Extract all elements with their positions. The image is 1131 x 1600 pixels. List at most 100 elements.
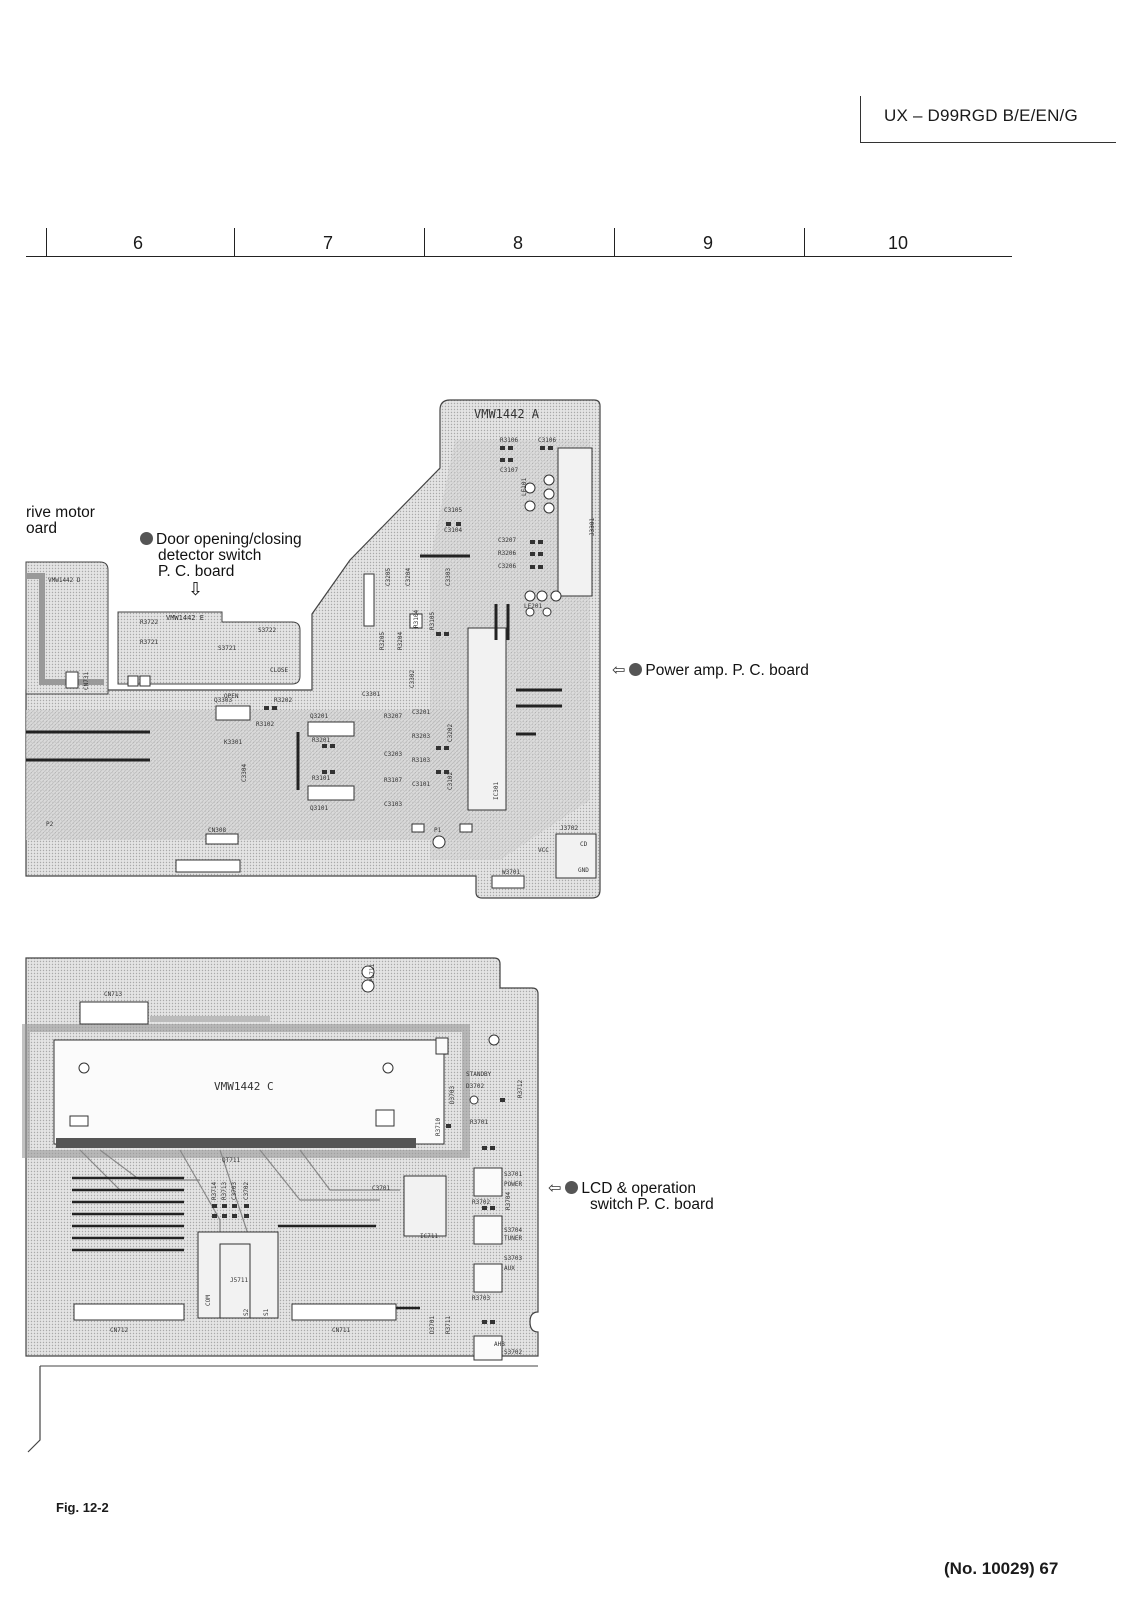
grid-tick [804,228,805,256]
silkscreen-ref-bottom: D3702 [466,1083,484,1090]
cn711-connector [291,1303,397,1321]
silkscreen-ref-top: Q3201 [310,713,328,720]
silkscreen-ref-bottom: STANDBY [466,1071,492,1078]
silkscreen-ref-bottom: R3711 [445,1316,452,1334]
silkscreen-ref-top: R3721 [140,639,158,646]
silkscreen-ref-top: P2 [46,821,54,828]
silkscreen-ref-bottom: POWER [504,1181,522,1188]
silkscreen-ref-bottom: IC711 [420,1233,438,1240]
silkscreen-ref-top: R3204 [397,632,404,650]
silkscreen-ref-bottom: AHB [494,1341,505,1348]
lcd-pin-row [56,1138,416,1148]
silkscreen-ref-top: R3201 [312,737,330,744]
silkscreen-ref-top: IC301 [493,782,500,800]
drive-motor-label-line2: oard [26,520,58,537]
silkscreen-ref-bottom: R3713 [221,1182,228,1200]
silkscreen-ref-top: R3103 [412,757,430,764]
j5711-jack [197,1231,279,1319]
bullet-dot-icon [140,532,153,545]
silkscreen-ref-top: Q3303 [214,697,232,704]
silkscreen-ref-top: VCC [538,847,549,854]
grid-column-9: 9 [702,233,713,253]
ic711-package [403,1175,447,1237]
model-title: UX – D99RGD B/E/EN/G [884,106,1078,125]
w3701-connector [491,875,525,889]
silkscreen-ref-top: R3206 [498,550,516,557]
silkscreen-ref-top: Q3101 [310,805,328,812]
silkscreen-ref-top: C3203 [384,751,402,758]
silkscreen-ref-bottom: TUNER [504,1235,522,1242]
cn712-connector [73,1303,185,1321]
silkscreen-ref-top: J3702 [560,825,578,832]
door-switch-label-text1: Door opening/closing [156,531,302,548]
silkscreen-ref-bottom: C3701 [372,1185,390,1192]
silkscreen-ref-bottom: S3704 [504,1227,522,1234]
j3301-connector [557,447,593,597]
silkscreen-ref-top: C3105 [444,507,462,514]
power-amp-board-label: ⇦Power amp. P. C. board [612,663,809,679]
grid-tick [46,228,47,256]
silkscreen-ref-bottom: S3703 [504,1255,522,1262]
silkscreen-board-e: VMW1442 E [166,614,204,622]
lcd-operation-label-text1: LCD & operation [581,1180,696,1197]
door-switch-label-line2: detector switch [158,547,262,564]
bullet-dot-icon [629,663,643,676]
silkscreen-ref-top: C3301 [362,691,380,698]
silkscreen-ref-bottom: R3710 [435,1118,442,1136]
silkscreen-ref-top: CN731 [83,672,90,690]
door-switch-label-line3: P. C. board [158,563,235,580]
silkscreen-ref-bottom: CN713 [104,991,122,998]
grid-column-6: 6 [132,233,143,253]
silkscreen-ref-bottom: D3703 [449,1086,456,1104]
drive-motor-label-line1: rive motor [26,504,95,521]
silkscreen-board-a: VMW1442 A [474,407,540,421]
silkscreen-ref-bottom: D3701 [429,1316,436,1334]
silkscreen-board-d: VMW1442 D [48,577,81,584]
silkscreen-ref-top: R3104 [413,610,420,628]
silkscreen-ref-top: C3103 [384,801,402,808]
silkscreen-ref-top: R3106 [500,437,518,444]
silkscreen-ref-top: GND [578,867,589,874]
silkscreen-ref-top: C3204 [405,568,412,586]
silkscreen-ref-top: S3722 [258,627,276,634]
silkscreen-ref-bottom: R3714 [211,1182,218,1200]
silkscreen-ref-bottom: S3701 [504,1171,522,1178]
silkscreen-ref-top: C3206 [498,563,516,570]
silkscreen-ref-top: S3721 [218,645,236,652]
down-arrow-icon: ⇩ [188,579,204,599]
header-rule-horizontal [860,142,1116,143]
silkscreen-ref-top: C3304 [241,764,248,782]
silkscreen-ref-bottom: C3702 [243,1182,250,1200]
silkscreen-ref-bottom: R3704 [505,1192,512,1210]
silkscreen-ref-top: R3105 [429,612,436,630]
silkscreen-ref-top: K3301 [224,739,242,746]
silkscreen-ref-top: C3205 [385,568,392,586]
silkscreen-ref-top: OPEN [224,693,239,700]
silkscreen-ref-top: C3303 [445,568,452,586]
silkscreen-ref-top: R3102 [256,721,274,728]
silkscreen-ref-top: R3203 [412,733,430,740]
lcd-operation-label-line1: ⇦ LCD & operation [548,1181,714,1197]
silkscreen-board-c: VMW1442 C [214,1080,274,1093]
drive-motor-board-outline [25,561,109,695]
silkscreen-ref-bottom: CN712 [110,1327,128,1334]
figure-caption: Fig. 12-2 [56,1500,109,1515]
silkscreen-ref-top: LF101 [521,478,528,496]
silkscreen-ref-top: R3205 [379,632,386,650]
silkscreen-ref-top: C3202 [447,724,454,742]
silkscreen-ref-top: CD [580,841,588,848]
drive-motor-board-label: rive motor oard [26,505,95,537]
silkscreen-ref-bottom: S2 [243,1308,250,1316]
silkscreen-ref-top: R3207 [384,713,402,720]
cn308-connector [175,859,241,873]
silkscreen-ref-top: LF201 [524,603,542,610]
grid-tick [234,228,235,256]
left-arrow-icon: ⇦ [548,1180,562,1197]
silkscreen-ref-bottom: PL711 [369,964,376,982]
silkscreen-ref-bottom: R3703 [472,1295,490,1302]
door-switch-label-line1: Door opening/closing [140,532,302,548]
silkscreen-ref-top: C3107 [500,467,518,474]
lcd-operation-board-label: ⇦LCD & operation switch P. C. board [548,1181,714,1213]
ic301-package [467,627,507,811]
grid-column-8: 8 [512,233,523,253]
